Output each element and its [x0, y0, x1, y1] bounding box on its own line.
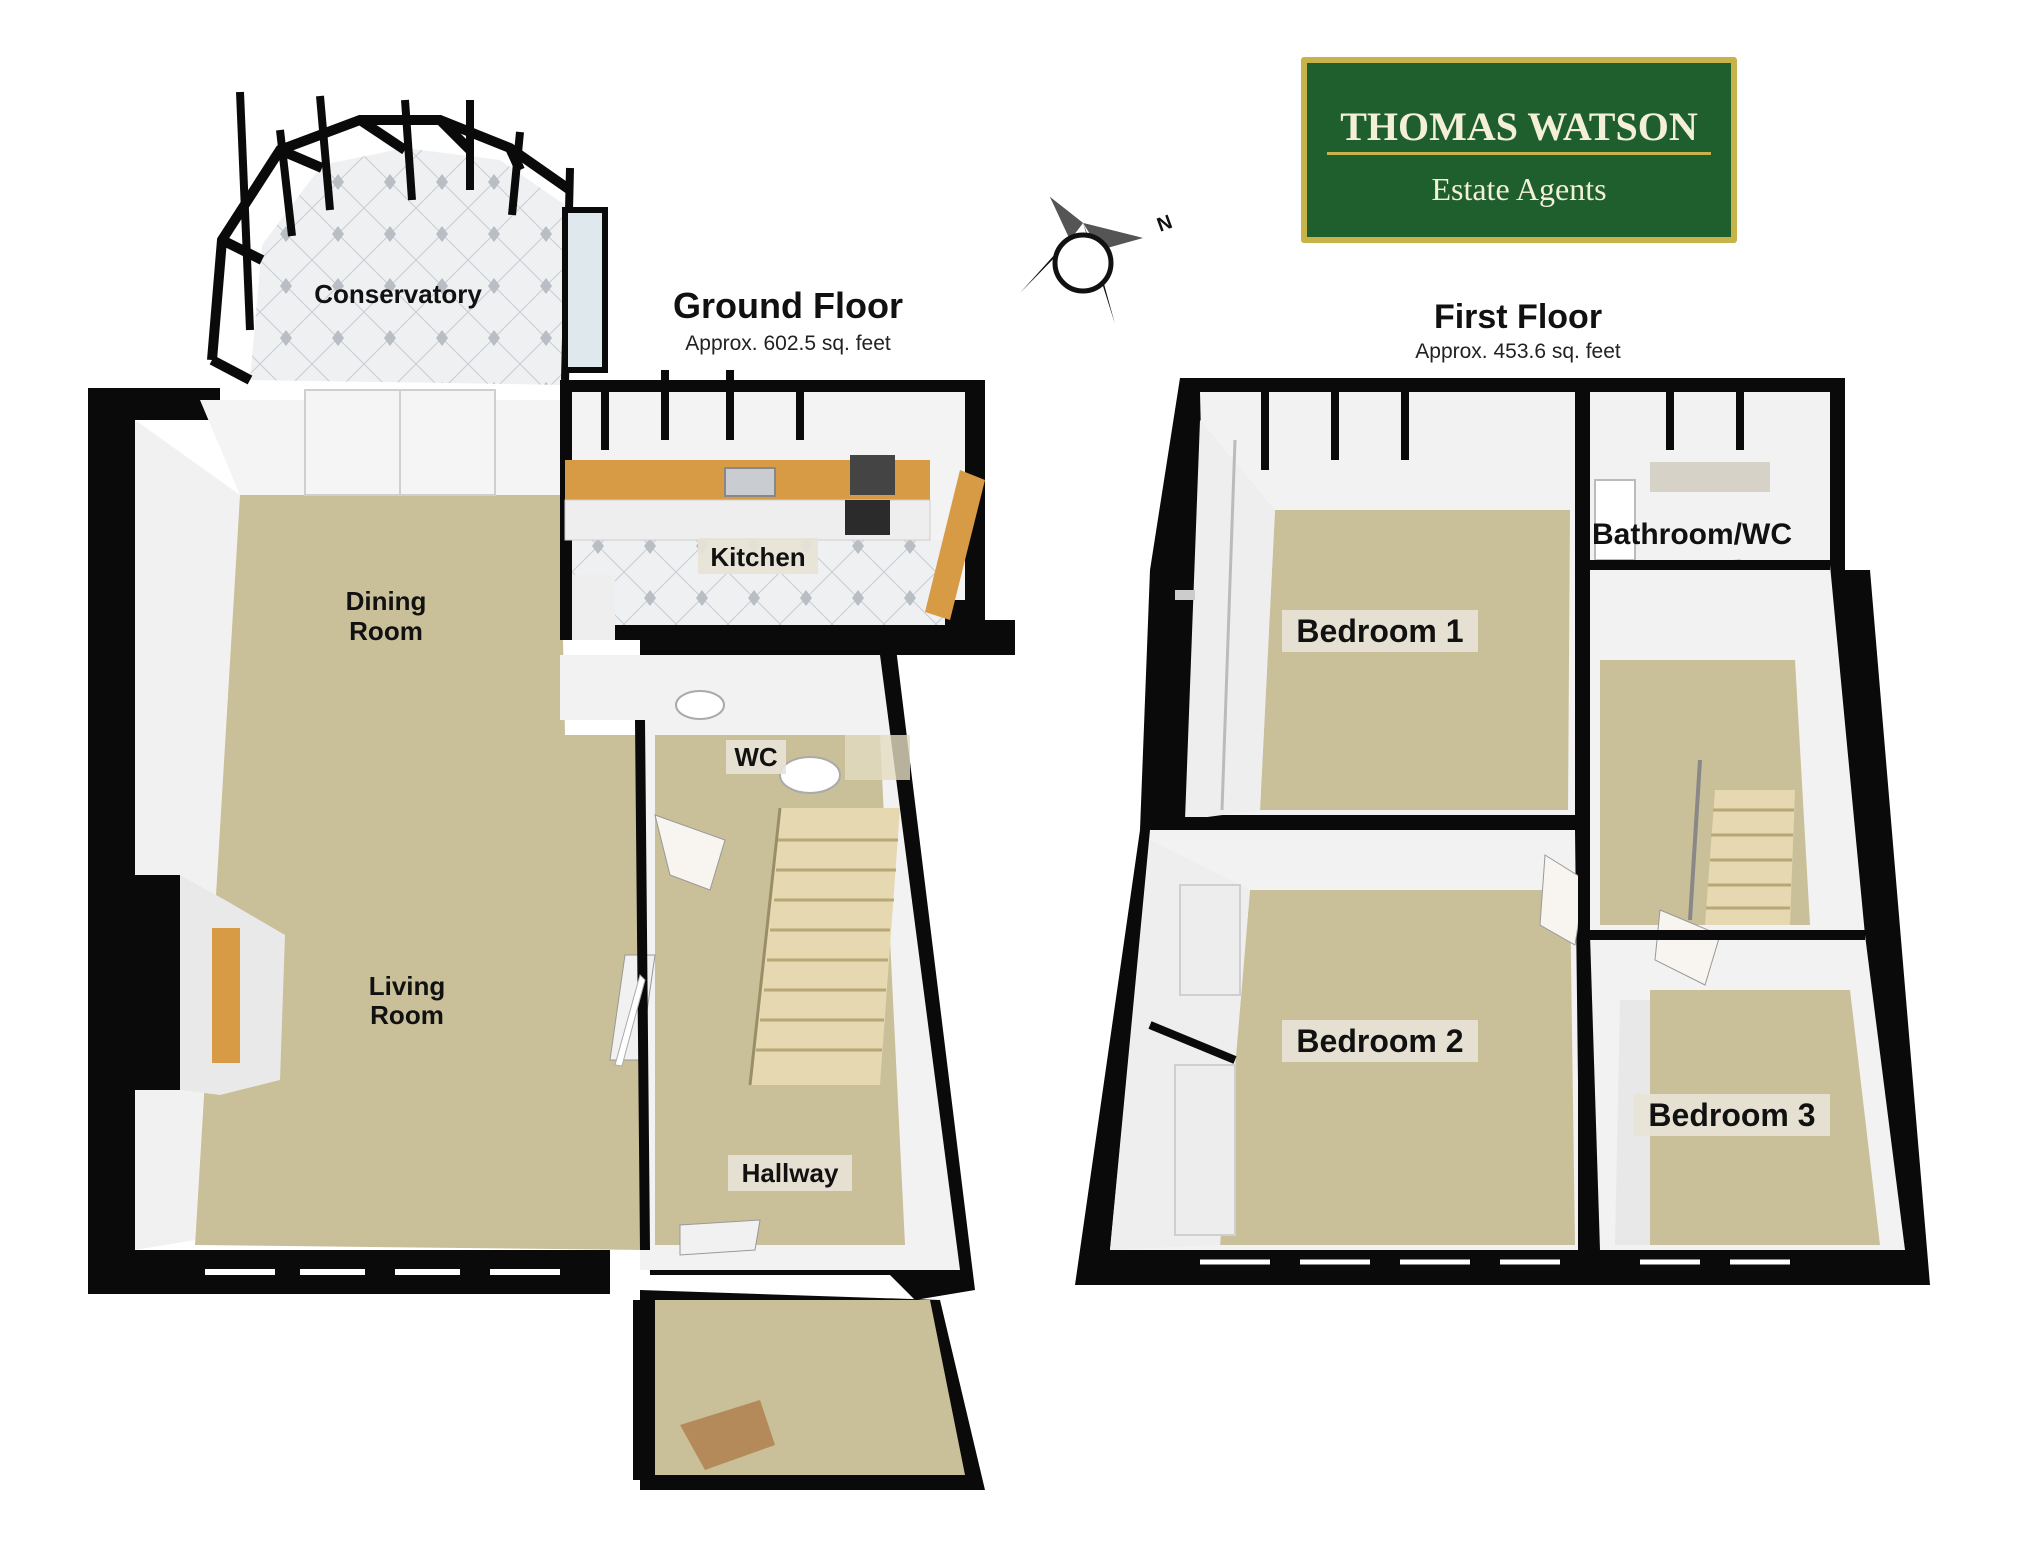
- fireplace: [135, 875, 285, 1095]
- first-floor-title: First Floor: [1434, 298, 1602, 336]
- first-floor-staircase: [1688, 759, 1795, 925]
- bedroom1-label: Bedroom 1: [1296, 613, 1463, 649]
- first-floor-area: Approx. 453.6 sq. feet: [1415, 340, 1621, 363]
- wc-label: WC: [734, 742, 778, 772]
- living-room-label-line1: Living: [369, 971, 446, 1001]
- ground-floor-plan: [88, 91, 1015, 1490]
- bedroom1-carpet: [1260, 510, 1570, 810]
- conservatory-label: Conservatory: [314, 279, 482, 309]
- kitchen-label: Kitchen: [710, 542, 805, 572]
- conservatory-area: [207, 91, 608, 385]
- hallway-area: [560, 640, 985, 1490]
- bathroom-label: Bathroom/WC: [1592, 518, 1792, 551]
- kitchen-area: [560, 370, 1015, 655]
- staircase: [748, 807, 900, 1086]
- living-room-label-line2: Room: [370, 1000, 444, 1030]
- dining-room-label-line1: Dining: [346, 586, 427, 616]
- hallway-label: Hallway: [742, 1158, 839, 1188]
- compass-rose-icon: N: [1020, 197, 1175, 324]
- logo-tagline: Estate Agents: [1431, 171, 1606, 207]
- north-label: N: [1154, 211, 1175, 237]
- bedroom2-carpet: [1220, 890, 1575, 1245]
- ground-floor-area: Approx. 602.5 sq. feet: [685, 332, 891, 355]
- ground-floor-title: Ground Floor: [673, 285, 903, 326]
- agent-logo: THOMAS WATSON Estate Agents: [1301, 57, 1737, 243]
- first-floor-plan: [1075, 378, 1930, 1285]
- dining-room-label-line2: Room: [349, 616, 423, 646]
- logo-name: THOMAS WATSON: [1340, 104, 1698, 149]
- bedroom2-label: Bedroom 2: [1296, 1023, 1463, 1059]
- bedroom3-label: Bedroom 3: [1648, 1097, 1815, 1133]
- living-dining-carpet: [195, 495, 645, 1250]
